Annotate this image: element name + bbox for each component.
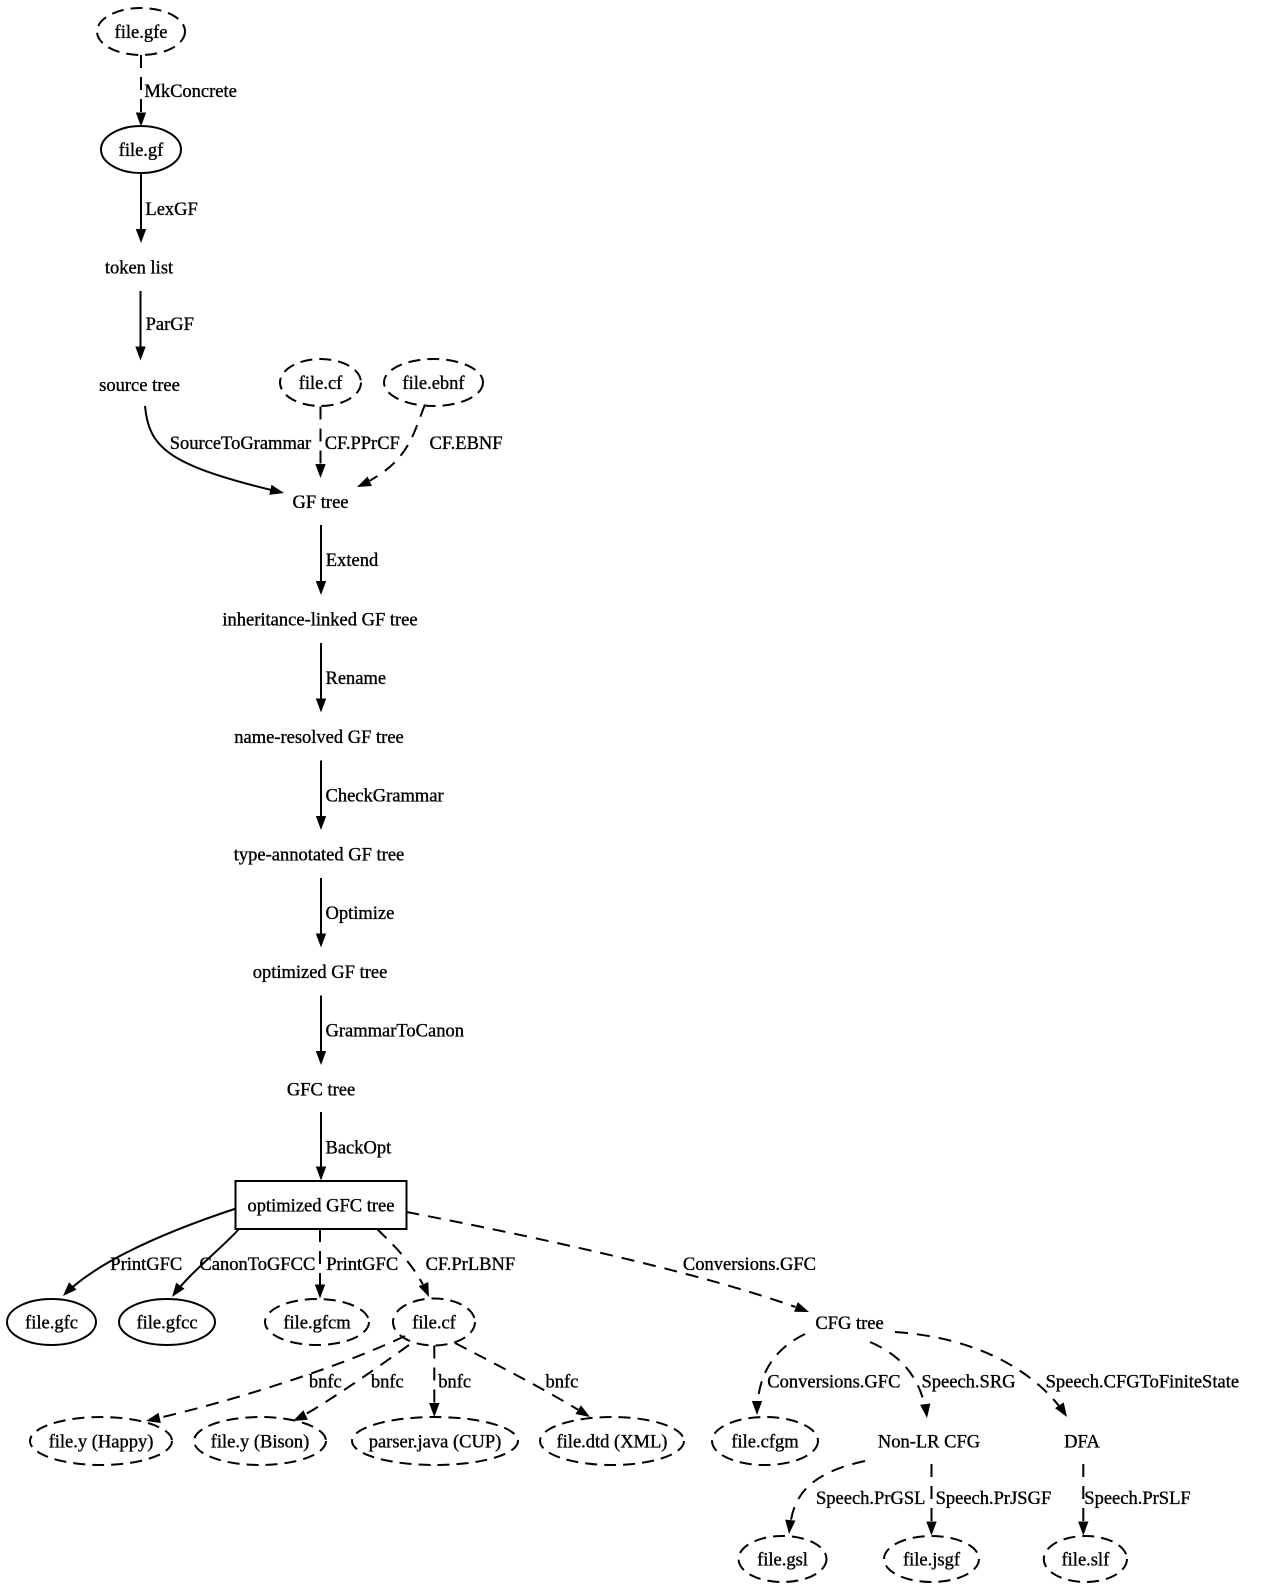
svg-text:source tree: source tree <box>99 376 180 396</box>
svg-text:file.jsgf: file.jsgf <box>903 1550 961 1570</box>
svg-text:file.slf: file.slf <box>1062 1550 1111 1570</box>
svg-text:CanonToGFCC: CanonToGFCC <box>199 1255 315 1275</box>
svg-text:bnfc: bnfc <box>438 1373 471 1393</box>
svg-text:file.cf: file.cf <box>412 1313 456 1333</box>
svg-text:file.gfcc: file.gfcc <box>136 1313 197 1333</box>
svg-text:Non-LR CFG: Non-LR CFG <box>878 1432 980 1452</box>
svg-text:Speech.PrGSL: Speech.PrGSL <box>816 1489 925 1509</box>
svg-text:Speech.PrSLF: Speech.PrSLF <box>1084 1489 1190 1509</box>
svg-text:file.dtd (XML): file.dtd (XML) <box>557 1432 668 1452</box>
svg-text:Speech.PrJSGF: Speech.PrJSGF <box>936 1489 1052 1509</box>
svg-text:Extend: Extend <box>326 551 379 571</box>
svg-text:file.cfgm: file.cfgm <box>731 1432 799 1452</box>
svg-text:Speech.CFGToFiniteState: Speech.CFGToFiniteState <box>1046 1373 1239 1393</box>
svg-text:CF.PrLBNF: CF.PrLBNF <box>426 1255 516 1275</box>
svg-text:GF tree: GF tree <box>293 493 349 513</box>
svg-text:file.y (Bison): file.y (Bison) <box>211 1432 310 1452</box>
svg-text:ParGF: ParGF <box>146 315 194 335</box>
svg-text:optimized GFC tree: optimized GFC tree <box>248 1196 395 1216</box>
svg-text:file.gf: file.gf <box>119 141 165 161</box>
svg-text:file.gfcm: file.gfcm <box>283 1313 351 1333</box>
svg-text:CF.EBNF: CF.EBNF <box>430 434 503 454</box>
svg-text:optimized GF tree: optimized GF tree <box>253 963 388 983</box>
svg-text:Conversions.GFC: Conversions.GFC <box>767 1373 900 1393</box>
svg-text:Conversions.GFC: Conversions.GFC <box>683 1255 816 1275</box>
svg-text:GrammarToCanon: GrammarToCanon <box>326 1022 464 1042</box>
svg-text:bnfc: bnfc <box>309 1373 342 1393</box>
svg-text:token list: token list <box>105 258 174 278</box>
svg-text:LexGF: LexGF <box>145 200 197 220</box>
svg-text:file.gfe: file.gfe <box>115 23 168 43</box>
svg-text:file.gfc: file.gfc <box>25 1313 78 1333</box>
svg-text:Speech.SRG: Speech.SRG <box>922 1373 1016 1393</box>
svg-text:name-resolved GF tree: name-resolved GF tree <box>234 728 404 748</box>
svg-text:PrintGFC: PrintGFC <box>110 1255 182 1275</box>
svg-text:file.ebnf: file.ebnf <box>402 374 465 394</box>
svg-text:bnfc: bnfc <box>371 1373 404 1393</box>
svg-text:bnfc: bnfc <box>546 1373 579 1393</box>
svg-text:file.y (Happy): file.y (Happy) <box>49 1432 154 1452</box>
svg-text:DFA: DFA <box>1064 1432 1100 1452</box>
svg-text:SourceToGrammar: SourceToGrammar <box>170 434 312 454</box>
svg-text:MkConcrete: MkConcrete <box>144 82 236 102</box>
svg-text:CF.PPrCF: CF.PPrCF <box>325 434 400 454</box>
svg-text:Optimize: Optimize <box>326 904 395 924</box>
svg-text:type-annotated GF tree: type-annotated GF tree <box>234 845 405 865</box>
svg-text:parser.java (CUP): parser.java (CUP) <box>369 1432 502 1452</box>
svg-text:CFG tree: CFG tree <box>815 1314 883 1334</box>
svg-text:file.gsl: file.gsl <box>757 1550 808 1570</box>
svg-text:PrintGFC: PrintGFC <box>326 1255 398 1275</box>
svg-text:file.cf: file.cf <box>299 374 343 394</box>
svg-text:GFC tree: GFC tree <box>287 1080 355 1100</box>
svg-text:Rename: Rename <box>326 669 387 689</box>
svg-text:CheckGrammar: CheckGrammar <box>326 787 444 807</box>
svg-text:BackOpt: BackOpt <box>326 1139 393 1159</box>
svg-text:inheritance-linked GF tree: inheritance-linked GF tree <box>222 610 417 630</box>
